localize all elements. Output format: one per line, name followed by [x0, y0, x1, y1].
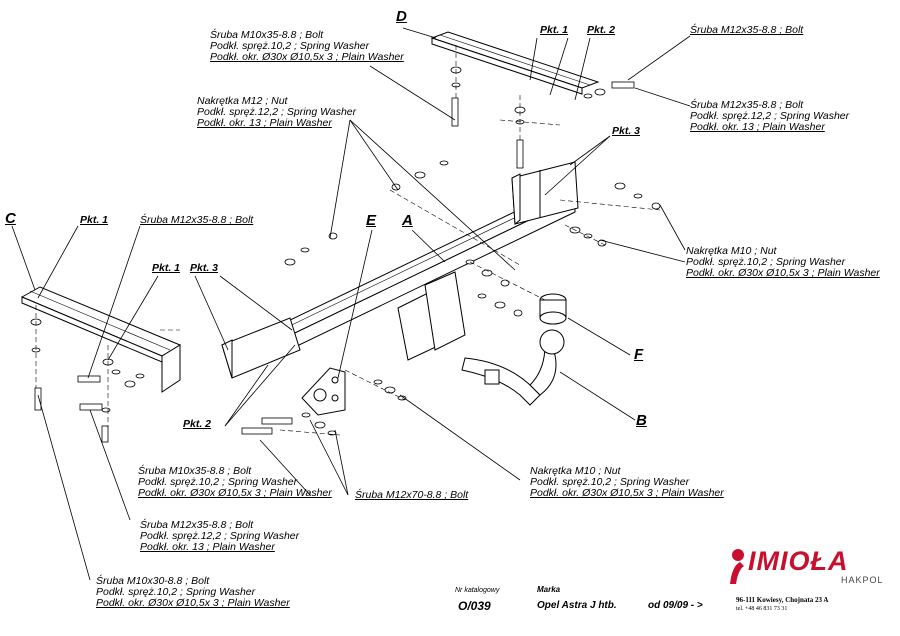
- catalog-caption: Nr katalogowy: [455, 587, 500, 594]
- left-bracket-c: [20, 286, 182, 393]
- callout-line: Podkł. spręż.12,2 ; Spring Washer: [690, 110, 850, 122]
- label-part-a: A: [402, 212, 413, 229]
- callout-right-bolt-m12: Śruba M12x35-8.8 ; Bolt Podkł. spręż.12,…: [690, 100, 849, 133]
- callout-line: Podkł. okr. Ø30x Ø10,5x 3 ; Plain Washer: [530, 487, 724, 499]
- callout-line: Śruba M10x30-8.8 ; Bolt: [96, 575, 210, 587]
- ball-cap-f: [539, 293, 567, 325]
- label-pkt3-left: Pkt. 3: [190, 262, 219, 274]
- leader-lines: [11, 27, 691, 581]
- left-mount-bracket: [221, 317, 301, 379]
- callout-line: Podkł. spręż.10,2 ; Spring Washer: [686, 256, 846, 268]
- label-part-e: E: [366, 212, 377, 229]
- callout-line: Podkł. okr. Ø30x Ø10,5x 3 ; Plain Washer: [138, 487, 332, 499]
- crossbar-a: [226, 189, 577, 373]
- callout-line: Podkł. okr. Ø30x Ø10,5x 3 ; Plain Washer: [96, 597, 290, 609]
- label-pkt3-right: Pkt. 3: [612, 125, 641, 137]
- catalog-number: O/039: [458, 599, 491, 613]
- brand-caption: Marka: [537, 585, 561, 594]
- callout-top-left-bolt: Śruba M10x35-8.8 ; Bolt Podkł. spręż.10,…: [210, 30, 404, 63]
- callout-line: Podkł. okr. 13 ; Plain Washer: [197, 117, 332, 129]
- label-part-c: C: [5, 210, 16, 227]
- label-pkt1-mid: Pkt. 1: [152, 262, 181, 274]
- callout-line: Śruba M12x35-8.8 ; Bolt: [690, 99, 804, 111]
- vehicle-model: Opel Astra J htb.: [537, 600, 617, 611]
- callout-line: Nakrętka M12 ; Nut: [197, 95, 288, 107]
- callout-nut-m10-bottom: Nakrętka M10 ; Nut Podkł. spręż.10,2 ; S…: [530, 466, 724, 499]
- callout-line: Podkł. okr. Ø30x Ø10,5x 3 ; Plain Washer: [686, 267, 880, 279]
- callout-line: Podkł. okr. 13 ; Plain Washer: [140, 541, 275, 553]
- logo-wordmark: IMIOŁA: [748, 546, 849, 576]
- callout-nut-m12: Nakrętka M12 ; Nut Podkł. spręż.12,2 ; S…: [197, 96, 356, 129]
- callout-line: Nakrętka M10 ; Nut: [530, 465, 621, 477]
- callout-bolt-m10x30: Śruba M10x30-8.8 ; Bolt Podkł. spręż.10,…: [96, 576, 290, 609]
- callout-line: Śruba M10x35-8.8 ; Bolt: [138, 465, 252, 477]
- company-phone: tel. +48 46 831 73 31: [736, 606, 788, 612]
- label-pkt1-left: Pkt. 1: [80, 214, 109, 226]
- label-pkt1-top: Pkt. 1: [540, 24, 569, 36]
- socket-plates: [397, 271, 466, 361]
- callout-line: Nakrętka M10 ; Nut: [686, 245, 777, 257]
- label-part-d: D: [396, 8, 407, 25]
- tow-bar-b: [461, 329, 565, 406]
- callout-line: Śruba M12x35-8.8 ; Bolt: [140, 519, 254, 531]
- logo-hitch-mark: [730, 549, 744, 584]
- callout-bottom-bolt-m10: Śruba M10x35-8.8 ; Bolt Podkł. spręż.10,…: [138, 466, 332, 499]
- callout-line: Podkł. okr. Ø30x Ø10,5x 3 ; Plain Washer: [210, 51, 404, 63]
- callout-line: Podkł. spręż.12,2 ; Spring Washer: [140, 530, 300, 542]
- callout-line: Podkł. spręż.10,2 ; Spring Washer: [210, 40, 370, 52]
- callout-nut-m10-right: Nakrętka M10 ; Nut Podkł. spręż.10,2 ; S…: [686, 246, 880, 279]
- callout-left-bolt-m12: Śruba M12x35-8.8 ; Bolt: [140, 214, 254, 226]
- callout-line: Podkł. spręż.10,2 ; Spring Washer: [138, 476, 298, 488]
- callout-bolt-m12-lower: Śruba M12x35-8.8 ; Bolt Podkł. spręż.12,…: [140, 520, 299, 553]
- callout-line: Śruba M10x35-8.8 ; Bolt: [210, 29, 324, 41]
- hitch-plate-e: [301, 367, 346, 416]
- company-logo: IMIOŁA HAKPOL: [718, 546, 893, 590]
- date-range: od 09/09 - >: [648, 600, 703, 611]
- callout-line: Podkł. spręż.10,2 ; Spring Washer: [96, 586, 256, 598]
- right-mount-bracket: [511, 161, 579, 225]
- label-part-b: B: [636, 412, 647, 429]
- callout-line: Podkł. spręż.12,2 ; Spring Washer: [197, 106, 357, 118]
- assembly-axes: [35, 45, 661, 436]
- label-pkt2-bottom: Pkt. 2: [183, 418, 212, 430]
- label-pkt2-top: Pkt. 2: [587, 24, 616, 36]
- callout-bolt-m12x70: Śruba M12x70-8.8 ; Bolt: [355, 489, 469, 501]
- company-address: 96-111 Kowiesy, Chojnata 23 A: [736, 596, 829, 604]
- label-part-f: F: [634, 346, 644, 363]
- callout-line: Podkł. okr. 13 ; Plain Washer: [690, 121, 825, 133]
- callout-top-right-bolt: Śruba M12x35-8.8 ; Bolt: [690, 24, 804, 36]
- logo-subtitle: HAKPOL: [841, 575, 884, 585]
- callout-line: Podkł. spręż.10,2 ; Spring Washer: [530, 476, 690, 488]
